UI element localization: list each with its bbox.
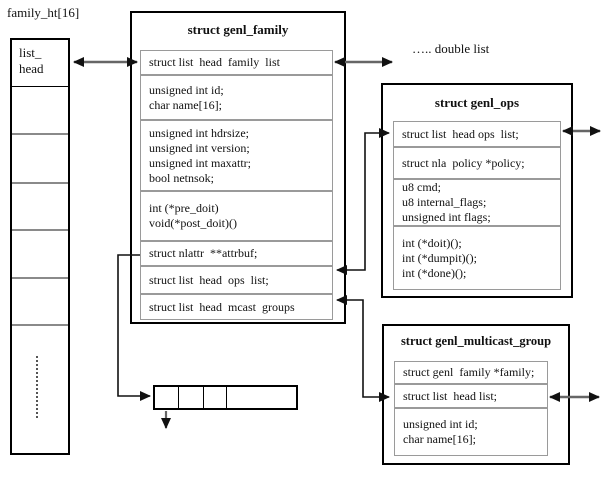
- genl-family-row-attrbuf: struct nlattr **attrbuf;: [140, 241, 333, 266]
- attrbuf-cell: [179, 387, 204, 408]
- genl-family-row-family-list: struct list head family list: [140, 50, 333, 75]
- genl-family-row-mcast: struct list head mcast groups: [140, 294, 333, 320]
- genl-family-row-id-name: unsigned int id; char name[16];: [140, 75, 333, 120]
- attrbuf-array-box: [153, 385, 298, 410]
- ht-cell-ellipsis: [12, 326, 68, 453]
- genl-mcast-row-list: struct list head list;: [394, 384, 548, 408]
- genl-ops-row-ops-list: struct list head ops list;: [393, 121, 561, 147]
- ht-cell: [12, 279, 68, 326]
- family-ht-array: list_ head: [10, 38, 70, 455]
- genl-family-title: struct genl_family: [187, 22, 289, 37]
- genl-family-row-hdr: unsigned int hdrsize; unsigned int versi…: [140, 120, 333, 191]
- genl-family-row-ops-list: struct list head ops list;: [140, 266, 333, 294]
- ht-cell: [12, 231, 68, 279]
- genl-mcast-row-id-name: unsigned int id; char name[16];: [394, 408, 548, 456]
- double-list-label: ….. double list: [412, 41, 490, 56]
- list-head-cell: list_ head: [12, 40, 68, 87]
- genl-family-rows: struct list head family list unsigned in…: [140, 50, 333, 320]
- genl-ops-title: struct genl_ops: [434, 95, 520, 110]
- vertical-ellipsis: [36, 356, 38, 418]
- genl-ops-row-policy: struct nla policy *policy;: [393, 147, 561, 179]
- ht-cell: [12, 184, 68, 231]
- genl-ops-rows: struct list head ops list; struct nla po…: [393, 121, 561, 290]
- genl-multicast-group-title: struct genl_multicast_group: [400, 334, 552, 348]
- genl-ops-row-callbacks: int (*doit)(); int (*dumpit)(); int (*do…: [393, 226, 561, 290]
- attrbuf-cell: [155, 387, 179, 408]
- genl-family-row-doit-hooks: int (*pre_doit) void(*post_doit)(): [140, 191, 333, 241]
- genl-multicast-rows: struct genl family *family; struct list …: [394, 361, 548, 456]
- genl-mcast-row-family: struct genl family *family;: [394, 361, 548, 384]
- ht-cell: [12, 87, 68, 135]
- attrbuf-cell: [204, 387, 227, 408]
- genl-ops-row-cmd: u8 cmd; u8 internal_flags; unsigned int …: [393, 179, 561, 226]
- ht-cell: [12, 135, 68, 184]
- family-ht-label: family_ht[16]: [7, 5, 80, 20]
